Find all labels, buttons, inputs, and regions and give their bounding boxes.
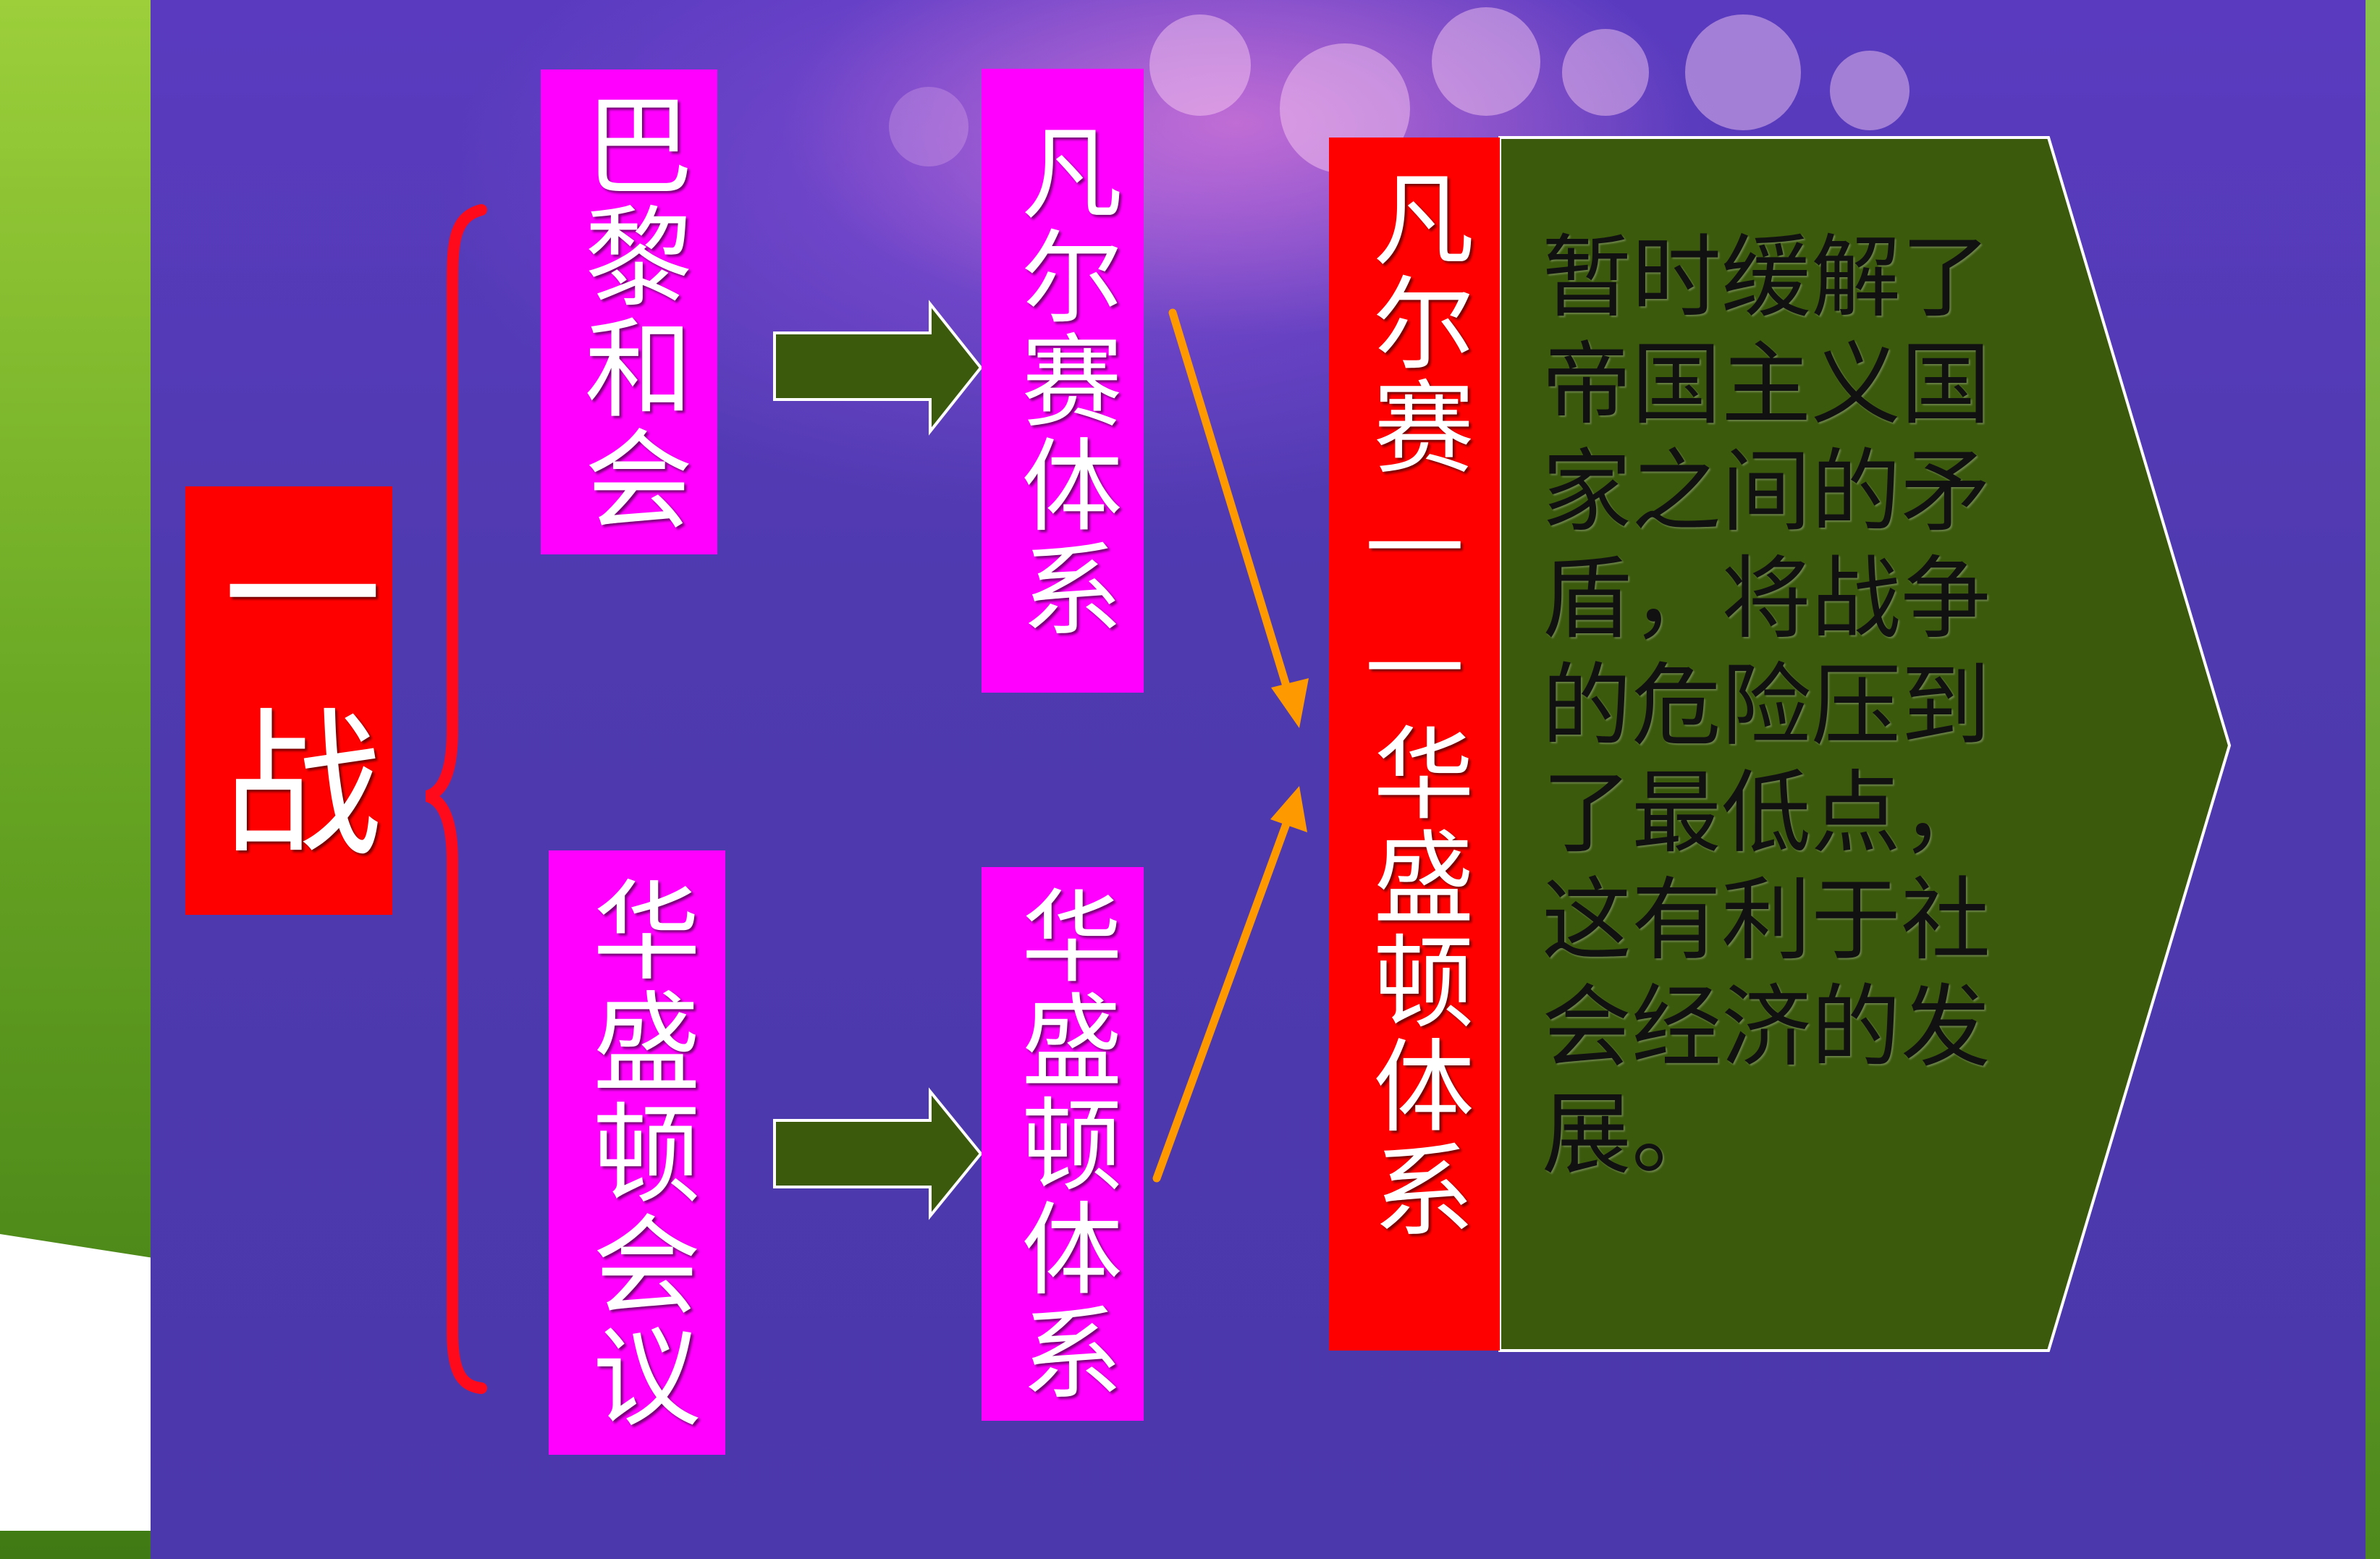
bokeh-light [1685,14,1801,130]
arrow-head-icon [1270,786,1307,832]
significance-panel [1498,136,2232,1352]
bokeh-light [1432,7,1540,116]
significance-text: 暂时缓解了帝国主义国家之间的矛盾，将战争的危险压到了最低点，这有利于社会经济的发… [1542,226,1991,1187]
bokeh-light [1562,29,1649,116]
bokeh-light [889,87,969,166]
bokeh-light [1149,14,1251,116]
conference-paris: 巴黎和会 [541,69,717,554]
system-washington: 华盛顿体系 [982,867,1144,1421]
left-white-decoration [0,1234,152,1531]
right-arrow-icon [773,300,983,436]
root-label: 一战 [185,486,392,915]
orange-arrow-line [1152,814,1293,1183]
system-versailles: 凡尔赛体系 [982,69,1144,693]
right-arrow-icon [773,1087,983,1220]
orange-arrow-line [1168,308,1294,702]
conference-washington: 华盛顿会议 [549,850,725,1455]
combined-system-label: 凡尔赛——华盛顿体系 [1329,138,1500,1351]
curly-brace-icon [425,204,487,1394]
bokeh-light [1830,51,1910,130]
arrow-head-icon [1271,678,1309,728]
